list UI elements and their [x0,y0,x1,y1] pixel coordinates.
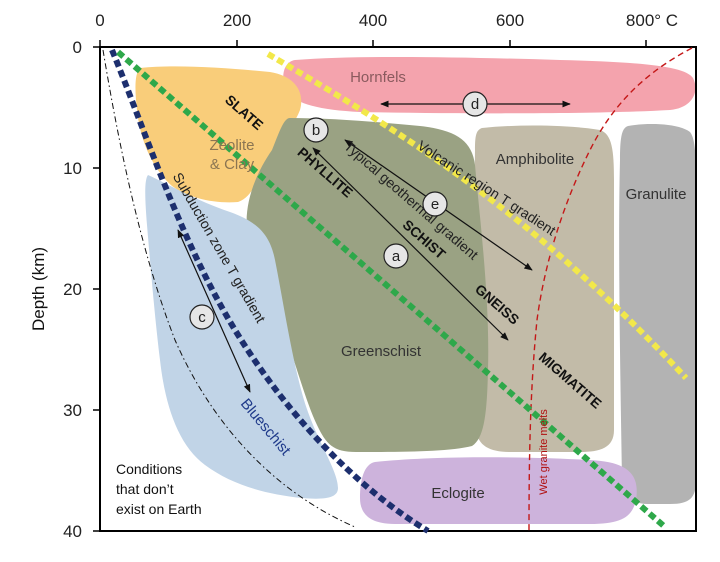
svg-text:e: e [431,196,439,213]
granulite-region [619,124,697,504]
eclogite-label: Eclogite [431,485,484,502]
x-tick-400: 400 [359,11,387,30]
marker-a: a [383,243,409,269]
y-tick-40: 40 [63,522,82,541]
x-axis-ticks [99,40,647,47]
zeolite-region [135,66,302,203]
y-tick-0: 0 [73,38,82,57]
svg-text:c: c [198,309,206,326]
marker-b: b [303,117,329,143]
x-tick-0: 0 [95,11,104,30]
marker-c: c [189,304,215,330]
svg-text:a: a [392,248,401,265]
granulite-label: Granulite [626,186,687,203]
x-tick-600: 600 [496,11,524,30]
hornfels-label: Hornfels [350,69,406,86]
wet-granite-label: Wet granite melts [538,409,550,495]
svg-text:b: b [312,122,320,139]
x-tick-800: 800° C [626,11,678,30]
zeolite-label-line1: Zeolite [209,137,254,154]
hornfels-region [283,56,696,114]
x-tick-200: 200 [223,11,251,30]
y-axis-ticks [93,46,100,532]
earth-limit-curve [102,49,356,528]
zeolite-label-line2: & Clay [210,156,255,173]
eclogite-region [360,457,637,524]
arrow-c [177,229,251,393]
no-earth-label-line3: exist on Earth [116,501,202,517]
marker-d: d [462,91,488,117]
y-tick-10: 10 [63,159,82,178]
y-tick-20: 20 [63,280,82,299]
no-earth-label-line1: Conditions [116,461,182,477]
greenschist-label: Greenschist [341,343,422,360]
amphibolite-label: Amphibolite [496,151,574,168]
svg-text:d: d [471,96,479,113]
marker-e: e [422,191,448,217]
no-earth-label-line2: that don’t [116,481,174,497]
y-tick-30: 30 [63,401,82,420]
y-axis-title: Depth (km) [29,247,48,331]
